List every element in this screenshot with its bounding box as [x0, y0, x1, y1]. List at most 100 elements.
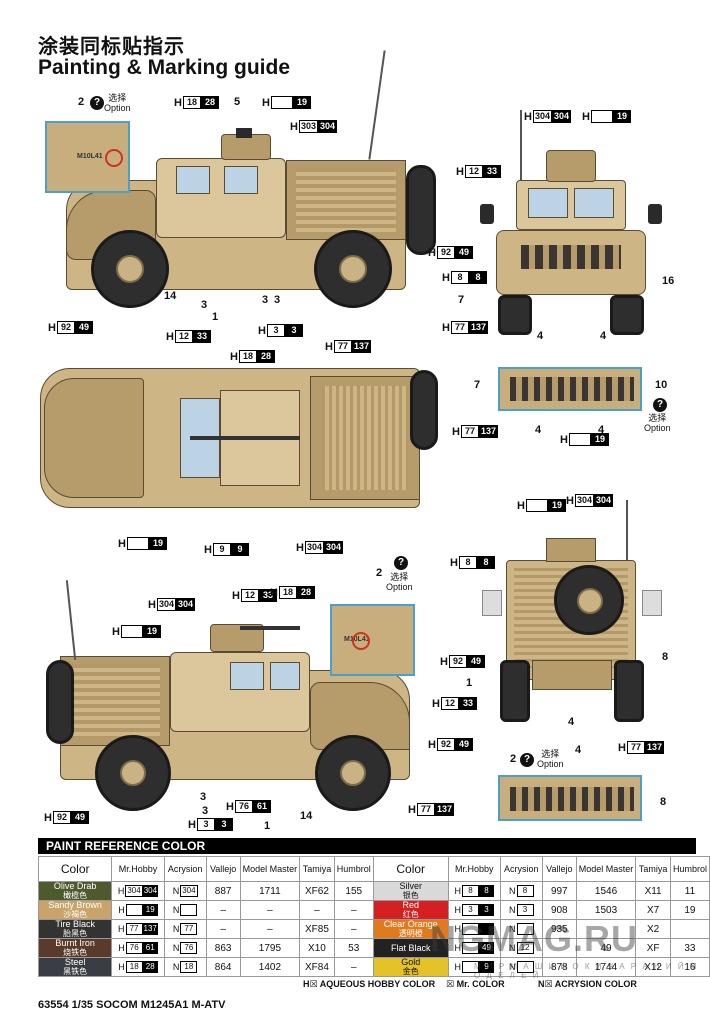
col-model-master-2: Model Master [575, 856, 637, 882]
vallejo-code: 864 [205, 957, 241, 977]
detail-inset-bumper [498, 367, 642, 411]
col-tamiya-2: Tamiya [635, 856, 671, 882]
part-number-3: 3 [201, 299, 208, 311]
humbrol-code: 33 [669, 938, 710, 958]
vallejo-code: – [205, 900, 241, 920]
color-name: Red [402, 900, 419, 910]
detail-inset-rear-hitch [498, 775, 642, 821]
part-number-1c: 1 [264, 820, 271, 832]
part-number-14b: 14 [300, 810, 313, 822]
part-number-4d: 4 [598, 424, 605, 436]
color-name-cn: 烧铁色 [63, 948, 88, 957]
color-name: Gold [401, 957, 421, 967]
paint-reference-table: Color Mr.Hobby Acrysion Vallejo Model Ma… [37, 856, 710, 977]
vallejo-code: 878 [541, 957, 577, 977]
swatch-right-3: Flat Black [372, 938, 449, 958]
kit-footer: 63554 1/35 SOCOM M1245A1 M-ATV [38, 999, 226, 1011]
mm-code: – [239, 919, 301, 939]
part-number-2c: 2 [376, 567, 383, 579]
mm-code: 1795 [239, 938, 301, 958]
humbrol-code: 53 [333, 938, 374, 958]
part-number-4c: 4 [535, 424, 542, 436]
humbrol-code: 11 [669, 881, 710, 901]
part-number-7: 7 [458, 294, 465, 306]
color-name: Sandy Brown [48, 900, 102, 910]
mm-code: 1711 [239, 881, 301, 901]
watermark: NGMAG.RU [430, 918, 638, 959]
humbrol-code: 155 [333, 881, 374, 901]
col-model-master: Model Master [239, 856, 301, 882]
spare-wheel [406, 165, 436, 255]
part-number-2: 2 [78, 96, 85, 108]
title-chinese: 涂装同标贴指示 [38, 36, 185, 58]
front-wheel [91, 230, 169, 308]
option-icon-4: ? [394, 556, 408, 570]
humbrol-code: – [333, 919, 374, 939]
col-humbrol-2: Humbrol [669, 856, 710, 882]
col-acrysion: Acrysion [163, 856, 207, 882]
acrysion-code: N [163, 900, 207, 920]
tamiya-code: – [299, 900, 335, 920]
vallejo-code: 887 [205, 881, 241, 901]
vehicle-rear-view [476, 500, 666, 730]
humbrol-code: – [333, 957, 374, 977]
color-name-cn: 黑铁色 [63, 967, 88, 976]
color-name-cn: 金色 [402, 967, 419, 976]
detail-inset-plate-top: M10L41 [45, 121, 130, 193]
humbrol-code: 19 [669, 900, 710, 920]
color-name: Tire Black [55, 919, 95, 929]
part-number-8: 8 [662, 651, 669, 663]
mm-code: 1546 [575, 881, 637, 901]
part-number-4e: 4 [568, 716, 575, 728]
part-number-4b: 4 [600, 330, 607, 342]
paint-reference-header: PAINT REFERENCE COLOR [38, 838, 696, 854]
mm-code: 1744 [575, 957, 637, 977]
tamiya-code: XF85 [299, 919, 335, 939]
tamiya-code: X11 [635, 881, 671, 901]
part-number-3b: 3 [262, 294, 269, 306]
part-number-2b: 2 [510, 753, 517, 765]
part-number-7b: 7 [474, 379, 481, 391]
color-name: Clear Orange [383, 919, 438, 929]
part-number-14: 14 [164, 290, 177, 302]
legend-acrysion: N☒ ACRYSION COLOR [538, 979, 637, 989]
part-number-8b: 8 [660, 796, 667, 808]
tamiya-code: XF84 [299, 957, 335, 977]
option-icon: ? [90, 96, 104, 110]
